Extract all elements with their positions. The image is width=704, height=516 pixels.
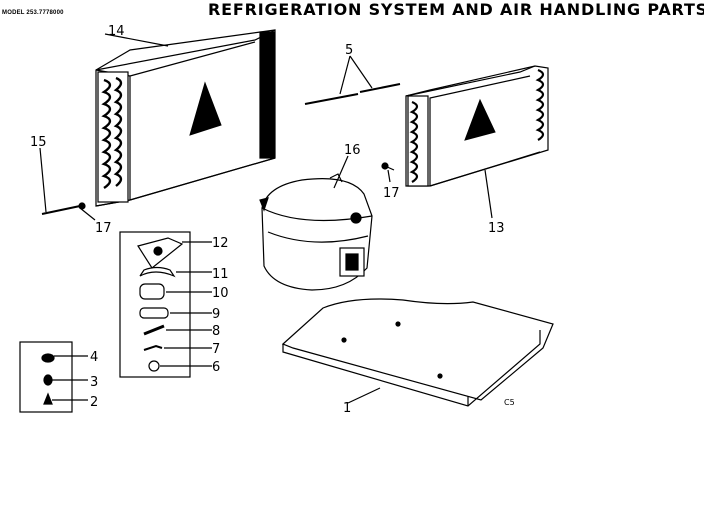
callout-2: 2 [90,395,98,410]
sensor-bulb-part [41,202,86,215]
callout-16: 16 [344,143,361,158]
callout-11: 11 [212,267,229,282]
leader-1 [347,387,381,404]
leader-16 [333,155,349,189]
callout-3: 3 [90,375,98,390]
leader-5a [339,55,351,95]
screw-part [381,162,395,171]
washer-part [41,353,55,363]
leader-17a [79,207,96,221]
diagram-code: C5 [504,398,515,407]
mounting-plate-part [137,237,184,269]
base-pan-part [281,298,554,407]
callout-9: 9 [212,307,220,322]
callout-13: 13 [488,221,505,236]
parts-group-box [119,231,191,378]
bracket-part [139,266,176,278]
grommet-part [139,283,165,300]
leader-15 [39,147,47,213]
callout-7: 7 [212,342,220,357]
gasket-part [139,307,169,319]
leader-13 [484,169,493,219]
condenser-coil-part [95,29,276,207]
rods-part [304,83,401,105]
bushing-part [43,374,53,386]
callout-4: 4 [90,350,98,365]
callout-1: 1 [343,401,351,416]
callout-6: 6 [212,360,220,375]
model-number: MODEL 253.7778000 [2,10,64,16]
fastener-group-box [19,341,73,413]
callout-14: 14 [108,24,125,39]
bolt-part [43,392,53,405]
callout-10: 10 [212,286,229,301]
compressor-part [259,173,373,291]
leader-17b [387,169,391,183]
callout-8: 8 [212,324,220,339]
callout-17a: 17 [95,221,112,236]
clip-part [143,324,165,336]
callout-12: 12 [212,236,229,251]
leader-5b [349,55,373,89]
callout-17b: 17 [383,186,400,201]
spring-part [143,344,163,351]
callout-5: 5 [345,43,353,58]
nut-part [148,360,160,372]
evaporator-coil-part [405,65,549,187]
page-title: REFRIGERATION SYSTEM AND AIR HANDLING PA… [208,0,704,19]
callout-15: 15 [30,135,47,150]
leader-14 [104,33,169,47]
